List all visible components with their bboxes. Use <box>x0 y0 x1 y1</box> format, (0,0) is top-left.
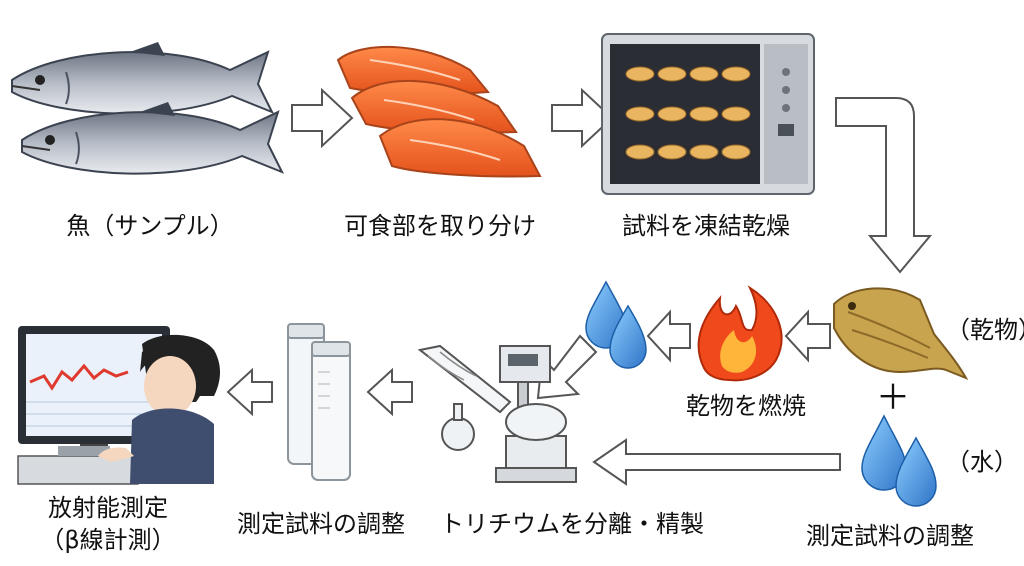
label-fillet: 可食部を取り分け <box>344 212 536 240</box>
label-measure-line2: （β線計測） <box>40 526 176 554</box>
arrow-left-long-icon <box>592 438 841 486</box>
arrow-right-icon <box>551 87 614 149</box>
plus-sign: ＋ <box>876 378 910 418</box>
arrow-down-bent-icon <box>835 97 933 274</box>
label-dried-matter: （乾物） <box>946 316 1024 344</box>
sample-vials-icon <box>287 323 351 481</box>
dried-fish-icon <box>833 287 969 380</box>
arrow-left-icon <box>366 367 413 417</box>
salmon-fillet-icon <box>336 45 542 178</box>
arrow-left-icon <box>226 367 273 417</box>
rotary-evaporator-icon <box>417 344 577 483</box>
label-freeze-dry: 試料を凍結乾燥 <box>622 212 790 240</box>
label-combust: 乾物を燃焼 <box>686 392 806 420</box>
label-water: （水） <box>946 448 1018 476</box>
arrow-down-left-icon <box>536 334 598 400</box>
label-separate: トリチウムを分離・精製 <box>440 510 704 538</box>
arrow-left-icon <box>784 309 831 363</box>
arrow-left-icon <box>646 309 691 363</box>
label-measure-line1: 放射能測定 <box>48 494 168 522</box>
label-fish: 魚（サンプル） <box>66 212 234 240</box>
scientist-at-monitor-icon <box>17 326 220 485</box>
water-drop-icon <box>861 414 937 507</box>
fire-icon <box>697 285 783 382</box>
arrow-right-icon <box>291 87 354 149</box>
fish-icon <box>11 42 285 175</box>
freeze-dryer-icon <box>601 33 815 195</box>
water-drop-icon <box>585 280 647 369</box>
label-prepare-sample-left: 測定試料の調整 <box>237 510 405 538</box>
label-prepare-sample-right: 測定試料の調整 <box>806 522 974 550</box>
